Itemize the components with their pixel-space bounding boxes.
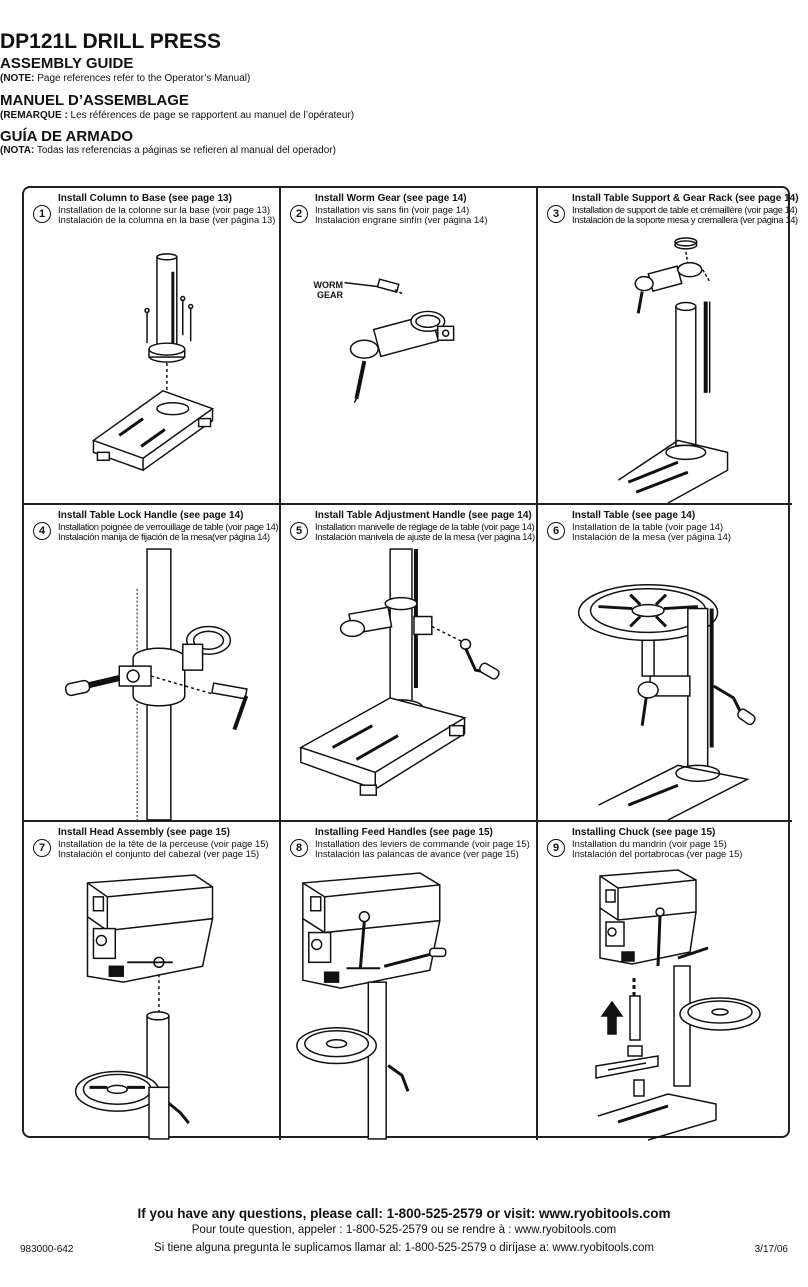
step-2-panel: 2 Install Worm Gear (see page 14)Install… [281,188,538,505]
document-date: 3/17/06 [754,1244,788,1255]
page-title: DP121L DRILL PRESS [0,30,221,53]
note-english: (NOTE: Page references refer to the Oper… [0,73,251,84]
step-number: 4 [33,522,51,540]
step-caption: Install Table Support & Gear Rack (see p… [572,193,799,225]
step-caption: Installing Feed Handles (see page 15)Ins… [315,827,530,859]
document-code: 983000-642 [20,1244,74,1255]
step-number: 2 [290,205,308,223]
step-number: 5 [290,522,308,540]
step-4-panel: 4 Install Table Lock Handle (see page 14… [24,505,281,822]
heading-english: ASSEMBLY GUIDE [0,55,134,72]
footer-contact-english: If you have any questions, please call: … [137,1206,671,1221]
step-caption: Install Table Adjustment Handle (see pag… [315,510,535,542]
footer-contact-french: Pour toute question, appeler : 1-800-525… [191,1224,617,1236]
step-7-panel: 7 Install Head Assembly (see page 15)Ins… [24,822,281,1140]
step-number: 6 [547,522,565,540]
step-8-panel: 8 Installing Feed Handles (see page 15)I… [281,822,538,1140]
heading-french: MANUEL D’ASSEMBLAGE [0,92,189,109]
step-number: 1 [33,205,51,223]
table-install-illustration [577,583,756,821]
step-caption: Install Head Assembly (see page 15)Insta… [58,827,269,859]
chuck-install-illustration [595,869,761,1141]
step-caption: Install Table (see page 14)Installation … [572,510,731,542]
note-french: (REMARQUE : Les références de page se ra… [0,110,355,121]
step-number: 3 [547,205,565,223]
worm-gear-illustration [344,278,455,404]
step-caption: Install Table Lock Handle (see page 14)I… [58,510,279,542]
step-5-panel: 5 Install Table Adjustment Handle (see p… [281,505,538,822]
heading-spanish: GUÍA DE ARMADO [0,128,134,145]
step-caption: Installing Chuck (see page 15)Installati… [572,827,743,859]
table-support-illustration [617,237,729,504]
head-assembly-illustration [74,874,214,1140]
step-1-panel: 1 Install Column to Base (see page 13)In… [24,188,281,505]
footer-contact-spanish: Si tiene alguna pregunta le suplicamos l… [154,1242,654,1254]
note-spanish: (NOTA: Todas las referencias a páginas s… [0,145,336,156]
column-to-base-illustration [91,253,215,472]
assembly-steps-grid: 1 Install Column to Base (see page 13)In… [22,186,799,1141]
feed-handles-illustration [296,872,447,1140]
step-6-panel: 6 Install Table (see page 14)Installatio… [538,505,792,822]
step-9-panel: 9 Installing Chuck (see page 15)Installa… [538,822,792,1141]
step-3-panel: 3 Install Table Support & Gear Rack (see… [538,188,799,505]
step-number: 9 [547,839,565,857]
step-caption: Install Column to Base (see page 13)Inst… [58,193,276,225]
table-adjustment-handle-illustration [299,548,500,796]
table-lock-handle-illustration [64,548,249,821]
step-caption: Install Worm Gear (see page 14)Installat… [315,193,488,225]
step-number: 7 [33,839,51,857]
step-number: 8 [290,839,308,857]
